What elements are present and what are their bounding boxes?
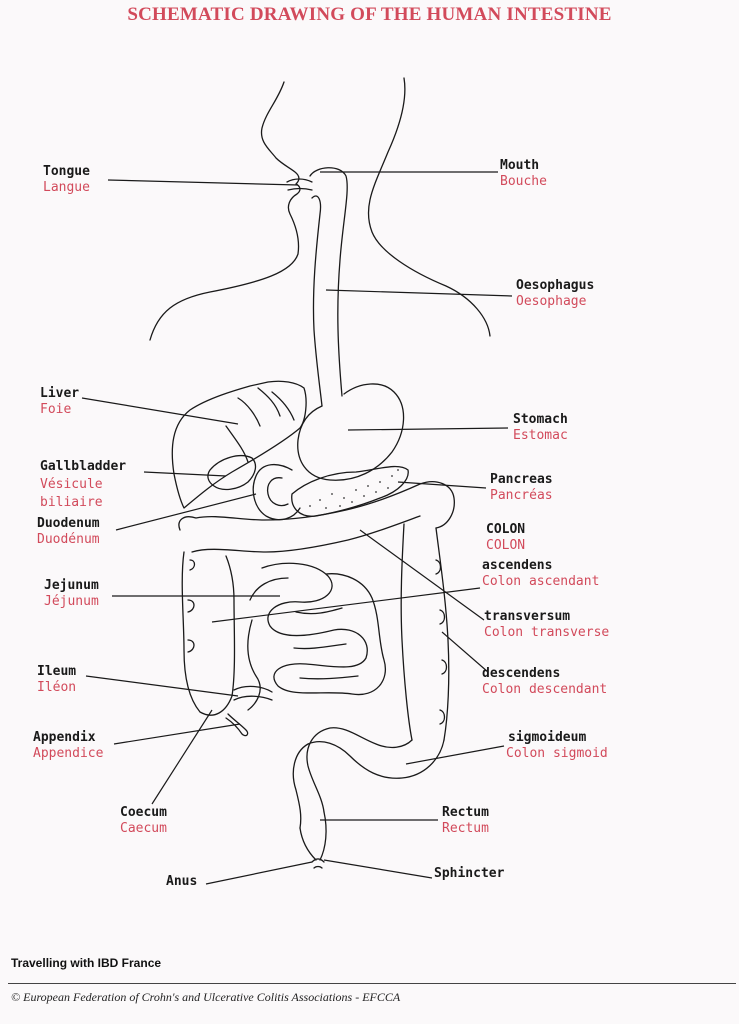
label-anus-en: Anus bbox=[166, 874, 198, 889]
colon-sigmoid-outline bbox=[292, 739, 445, 829]
label-ileum-en: Ileum bbox=[37, 664, 77, 679]
label-ascendens-fr: Colon ascendant bbox=[482, 574, 600, 589]
label-colon-fr: COLON bbox=[486, 538, 526, 553]
label-sigmoideum: sigmoideum Colon sigmoid bbox=[506, 730, 608, 762]
label-oesophagus-en: Oesophagus bbox=[516, 278, 595, 293]
label-sphincter: Sphincter bbox=[434, 866, 504, 882]
label-sigmoideum-en: sigmoideum bbox=[508, 730, 587, 745]
page-title: SCHEMATIC DRAWING OF THE HUMAN INTESTINE bbox=[127, 4, 612, 25]
label-descendens-fr: Colon descendant bbox=[482, 682, 608, 697]
label-sigmoideum-fr: Colon sigmoid bbox=[506, 746, 608, 761]
label-jejunum-en: Jejunum bbox=[44, 578, 99, 593]
liver-outline bbox=[171, 380, 307, 509]
label-liver-fr: Foie bbox=[40, 402, 72, 417]
label-oesophagus-fr: Oesophage bbox=[516, 294, 587, 309]
label-mouth-fr: Bouche bbox=[500, 174, 547, 189]
ileum-outline bbox=[233, 685, 273, 701]
label-stomach-fr: Estomac bbox=[513, 428, 568, 443]
leader-coecum bbox=[151, 709, 213, 805]
label-appendix: Appendix Appendice bbox=[33, 730, 103, 762]
label-descendens-en: descendens bbox=[482, 666, 561, 681]
label-descendens: descendens Colon descendant bbox=[482, 666, 607, 698]
leader-liver bbox=[81, 397, 239, 425]
footer-copyright: © European Federation of Crohn's and Ulc… bbox=[11, 990, 401, 1004]
label-jejunum-fr: Jéjunum bbox=[44, 594, 99, 609]
label-gallbladder-en: Gallbladder bbox=[40, 459, 127, 474]
label-coecum-en: Coecum bbox=[120, 805, 167, 820]
leader-transversum bbox=[359, 529, 485, 621]
label-tongue-en: Tongue bbox=[43, 164, 90, 179]
label-colon: COLON COLON bbox=[486, 522, 525, 554]
label-ascendens-en: ascendens bbox=[482, 558, 553, 573]
gallbladder-outline bbox=[207, 455, 257, 491]
label-rectum-fr: Rectum bbox=[442, 821, 489, 836]
leader-tongue bbox=[107, 179, 299, 186]
label-ileum: Ileum Iléon bbox=[37, 664, 76, 696]
label-appendix-en: Appendix bbox=[33, 730, 96, 745]
colon-transverse-outline bbox=[178, 481, 455, 531]
label-ileum-fr: Iléon bbox=[37, 680, 77, 695]
footer-organization: Travelling with IBD France bbox=[11, 956, 162, 970]
face-outline bbox=[149, 81, 301, 341]
label-pancreas-en: Pancreas bbox=[490, 472, 553, 487]
leader-sphincter bbox=[323, 859, 433, 879]
small-intestine-outline bbox=[261, 562, 386, 696]
label-oesophagus: Oesophagus Oesophage bbox=[516, 278, 594, 310]
label-duodenum-en: Duodenum bbox=[37, 516, 100, 531]
leader-sigmoideum bbox=[405, 745, 505, 765]
label-transversum: transversum Colon transverse bbox=[484, 609, 609, 641]
leader-appendix bbox=[113, 723, 241, 745]
label-sphincter-en: Sphincter bbox=[434, 866, 505, 881]
label-gallbladder-fr: Vésicule bbox=[40, 477, 103, 492]
mouth-outline bbox=[286, 178, 313, 183]
colon-descending-outline bbox=[435, 527, 450, 741]
leader-ileum bbox=[85, 675, 239, 697]
label-rectum: Rectum Rectum bbox=[442, 805, 489, 837]
label-gallbladder: Gallbladder Vésicule biliaire bbox=[40, 458, 126, 512]
label-transversum-en: transversum bbox=[484, 609, 571, 624]
label-stomach-en: Stomach bbox=[513, 412, 568, 427]
label-duodenum-fr: Duodénum bbox=[37, 532, 100, 547]
label-duodenum: Duodenum Duodénum bbox=[37, 516, 100, 548]
label-pancreas-fr: Pancréas bbox=[490, 488, 553, 503]
label-liver-en: Liver bbox=[40, 386, 80, 401]
leader-stomach bbox=[347, 427, 509, 431]
leader-descendens bbox=[441, 631, 489, 673]
label-coecum-fr: Caecum bbox=[120, 821, 167, 836]
label-colon-en: COLON bbox=[486, 522, 526, 537]
label-rectum-en: Rectum bbox=[442, 805, 489, 820]
label-coecum: Coecum Caecum bbox=[120, 805, 167, 837]
leader-pancreas bbox=[397, 481, 487, 489]
label-pancreas: Pancreas Pancréas bbox=[490, 472, 553, 504]
leader-anus bbox=[205, 861, 313, 885]
oesophagus-outline bbox=[309, 167, 348, 397]
duodenum-outline bbox=[252, 464, 301, 521]
label-tongue: Tongue Langue bbox=[43, 164, 90, 196]
label-jejunum: Jejunum Jéjunum bbox=[44, 578, 99, 610]
rectum-outline bbox=[299, 811, 327, 861]
label-anus: Anus bbox=[166, 874, 197, 890]
stomach-outline bbox=[297, 383, 405, 481]
head-back-outline bbox=[367, 77, 491, 337]
label-mouth-en: Mouth bbox=[500, 158, 540, 173]
label-ascendens: ascendens Colon ascendant bbox=[482, 558, 599, 590]
label-appendix-fr: Appendice bbox=[33, 746, 104, 761]
leader-gallbladder bbox=[143, 471, 227, 477]
footer-divider bbox=[8, 983, 736, 984]
label-tongue-fr: Langue bbox=[43, 180, 90, 195]
label-transversum-fr: Colon transverse bbox=[484, 625, 610, 640]
label-stomach: Stomach Estomac bbox=[513, 412, 568, 444]
leader-duodenum bbox=[115, 493, 257, 531]
label-mouth: Mouth Bouche bbox=[500, 158, 547, 190]
leader-oesophagus bbox=[325, 289, 513, 297]
leader-ascendens bbox=[211, 587, 481, 623]
colon-ascending-outline bbox=[181, 551, 236, 716]
label-liver: Liver Foie bbox=[40, 386, 79, 418]
label-gallbladder-fr2: biliaire bbox=[40, 495, 103, 510]
pancreas-texture bbox=[309, 469, 399, 509]
